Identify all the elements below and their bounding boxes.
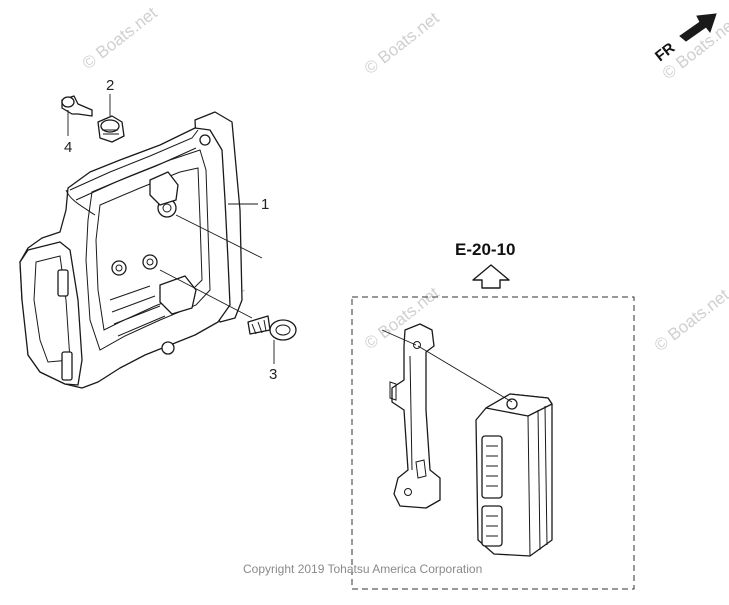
callout-1: 1 — [261, 196, 269, 213]
reference-label: E-20-10 — [455, 240, 515, 259]
watermark: © Boats.net — [79, 3, 161, 73]
related-assembly-box — [351, 296, 635, 590]
copyright-text: Copyright 2019 Tohatsu America Corporati… — [243, 562, 482, 576]
collar-part — [61, 95, 93, 117]
reference-group: E-20-10 — [455, 240, 515, 289]
callout-2: 2 — [106, 77, 114, 94]
bracket-assembly — [19, 111, 243, 389]
fr-arrow-icon — [679, 13, 717, 42]
watermark: © Boats.net — [651, 285, 729, 355]
control-unit — [475, 393, 553, 557]
up-arrow-icon — [472, 264, 510, 289]
callout-3: 3 — [269, 366, 277, 383]
screw-part — [247, 315, 297, 341]
mounting-plate — [389, 323, 441, 509]
grommet-part — [97, 115, 125, 143]
watermark: © Boats.net — [361, 8, 443, 78]
callout-4: 4 — [64, 139, 72, 156]
